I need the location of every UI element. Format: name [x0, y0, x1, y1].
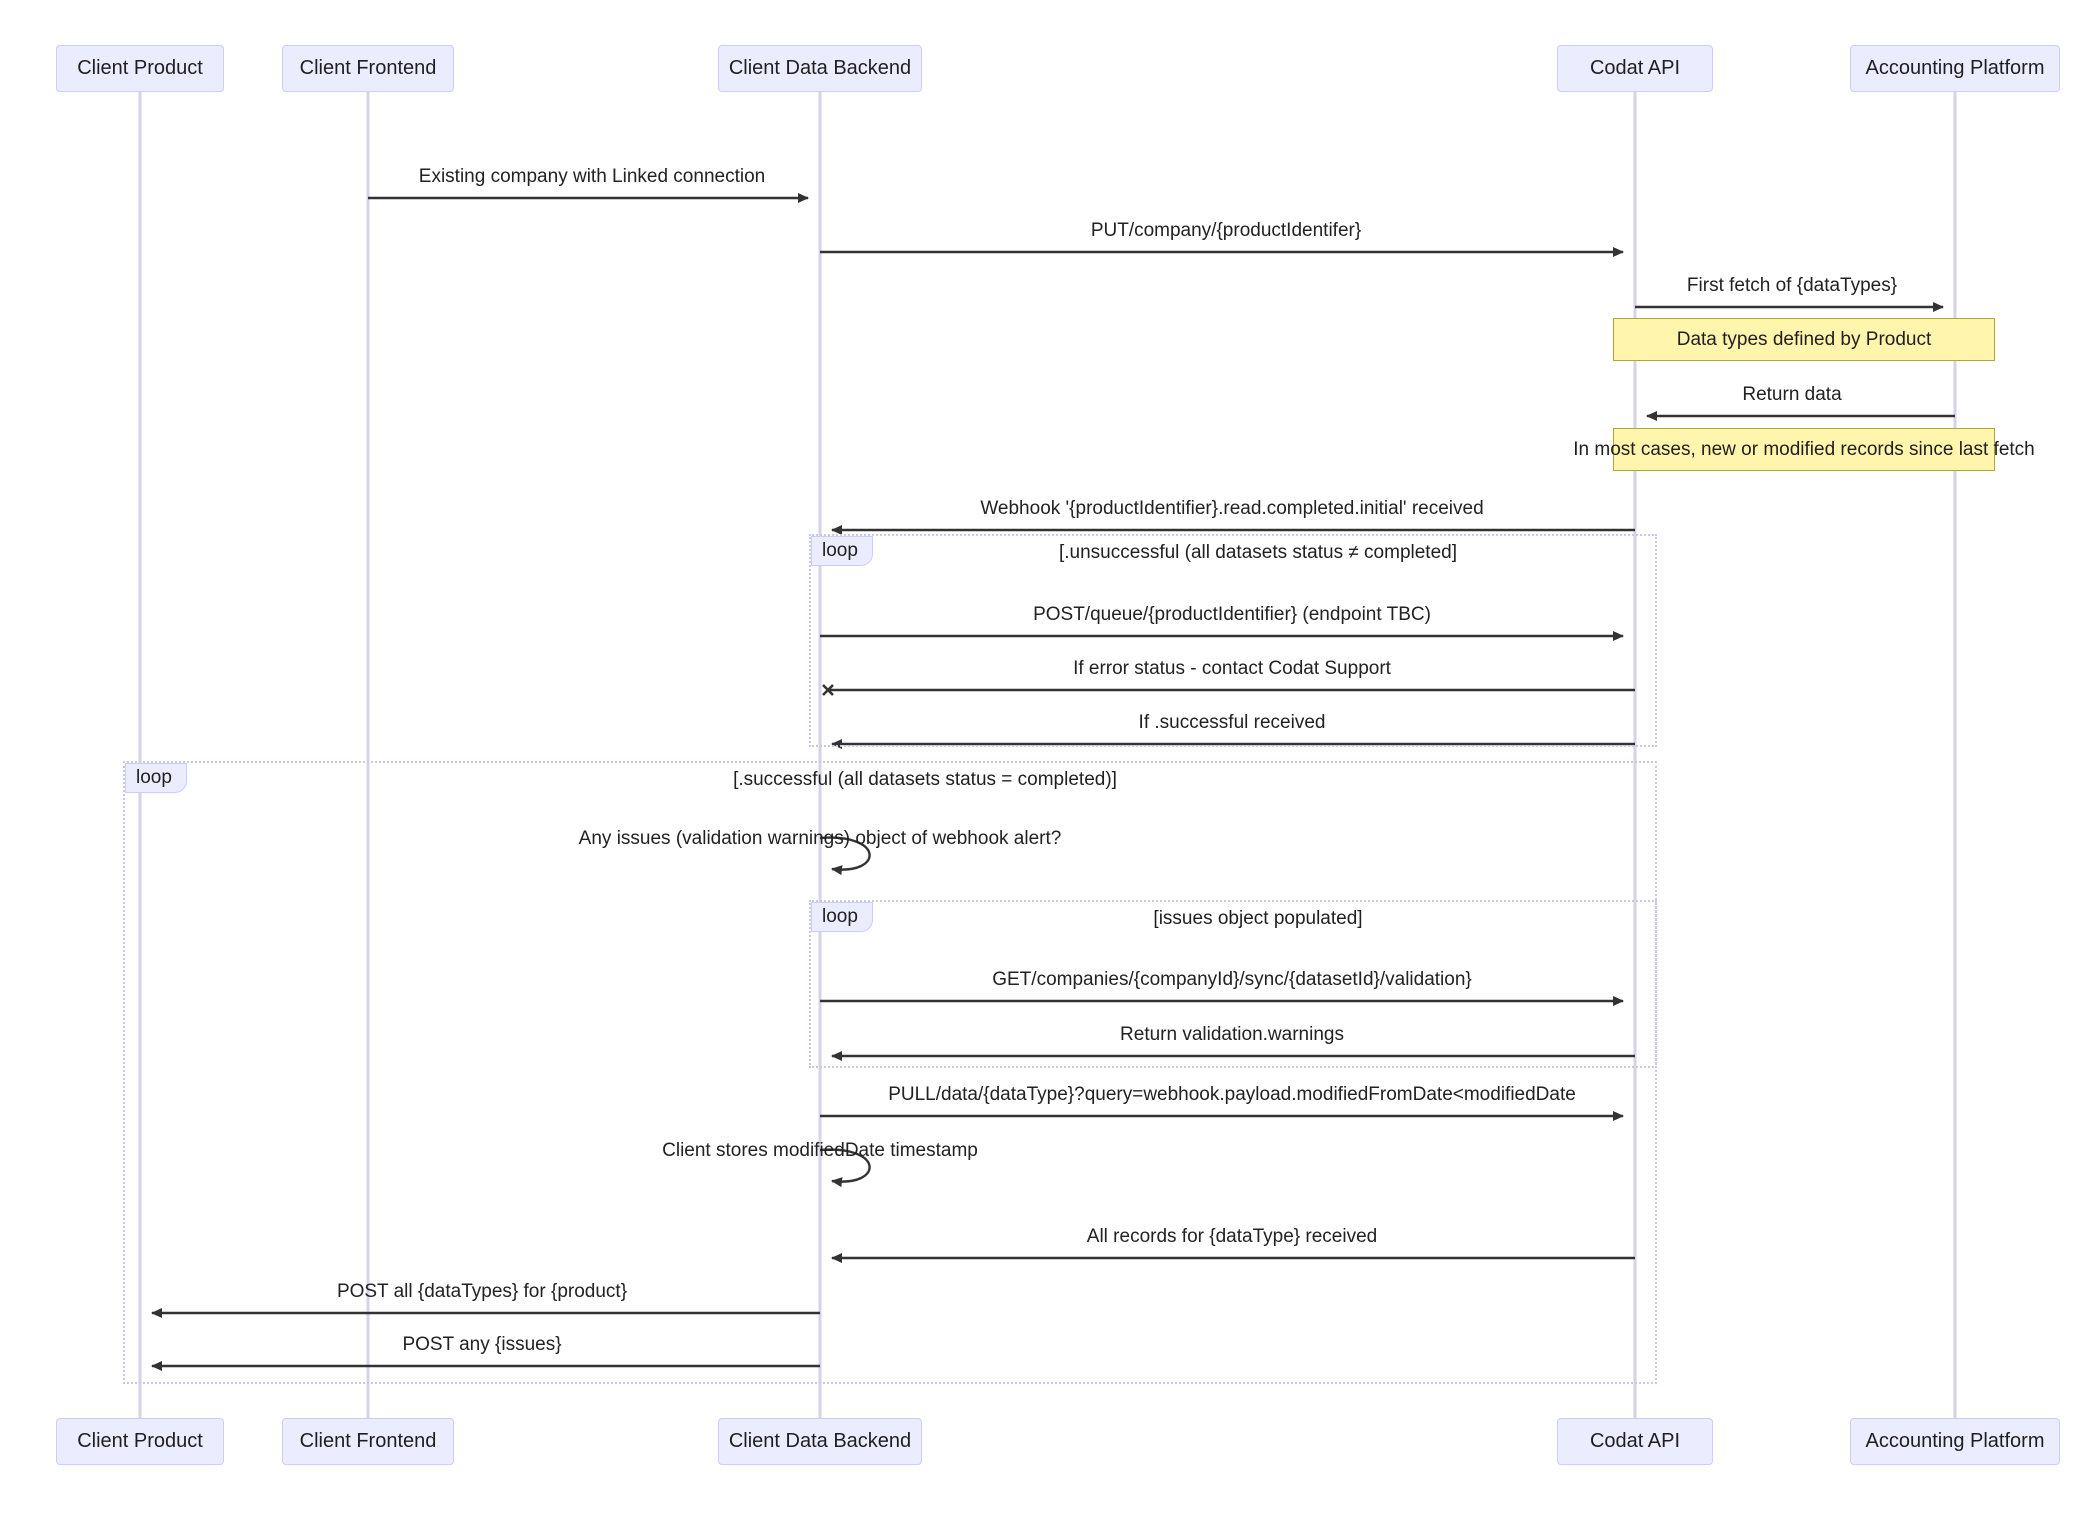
actor-accounting-platform-top[interactable]: Accounting Platform: [1850, 45, 2060, 92]
note-new-or-modified-records: In most cases, new or modified records s…: [1573, 428, 2035, 471]
actor-label: Accounting Platform: [1865, 1430, 2045, 1452]
message-label-post-queue: POST/queue/{productIdentifier} (endpoint…: [1033, 604, 1431, 625]
message-label-any-issues: Any issues (validation warnings) object …: [578, 828, 1062, 849]
actor-client-frontend-bottom[interactable]: Client Frontend: [282, 1418, 454, 1465]
actor-client-data-backend-top[interactable]: Client Data Backend: [718, 45, 922, 92]
actor-label: Client Frontend: [299, 1430, 437, 1452]
message-label-stores-timestamp: Client stores modifiedDate timestamp: [662, 1140, 978, 1161]
loop-tab-unsuccessful: loop: [811, 536, 873, 566]
message-label-pull-data: PULL/data/{dataType}?query=webhook.paylo…: [888, 1084, 1576, 1105]
note-data-types-defined: Data types defined by Product: [1613, 318, 1995, 361]
message-label-put-company: PUT/company/{productIdentifer}: [1090, 220, 1362, 241]
actor-client-product-bottom[interactable]: Client Product: [56, 1418, 224, 1465]
actor-codat-api-top[interactable]: Codat API: [1557, 45, 1713, 92]
actor-label: Codat API: [1589, 57, 1681, 79]
loop-condition-issues: [issues object populated]: [1153, 908, 1363, 929]
message-label-all-records: All records for {dataType} received: [1086, 1226, 1378, 1247]
message-label-post-all-datatypes: POST all {dataTypes} for {product}: [336, 1281, 628, 1302]
actor-label: Client Product: [77, 57, 203, 79]
loop-tab-successful: loop: [125, 763, 187, 793]
note-text: In most cases, new or modified records s…: [1573, 438, 2035, 460]
message-label-existing-company: Existing company with Linked connection: [418, 166, 766, 187]
message-label-get-validation: GET/companies/{companyId}/sync/{datasetI…: [992, 969, 1472, 990]
actor-label: Client Frontend: [299, 57, 437, 79]
actor-client-frontend-top[interactable]: Client Frontend: [282, 45, 454, 92]
message-label-return-warnings: Return validation.warnings: [1120, 1024, 1344, 1045]
note-text: Data types defined by Product: [1676, 328, 1932, 350]
message-label-error-status: If error status - contact Codat Support: [1073, 658, 1391, 679]
actor-label: Client Product: [77, 1430, 203, 1452]
actor-label: Codat API: [1589, 1430, 1681, 1452]
lifelines: [138, 92, 1957, 1418]
arrow-m13-self-loop: [819, 1148, 871, 1188]
loop-condition-successful: [.successful (all datasets status = comp…: [733, 769, 1117, 790]
message-label-post-any-issues: POST any {issues}: [402, 1334, 562, 1355]
actor-client-product-top[interactable]: Client Product: [56, 45, 224, 92]
actor-client-data-backend-bottom[interactable]: Client Data Backend: [718, 1418, 922, 1465]
message-arrows: [151, 193, 1955, 1371]
actor-label: Accounting Platform: [1865, 57, 2045, 79]
loop-tab-issues: loop: [811, 902, 873, 932]
arrow-m9-self-loop: [819, 836, 871, 876]
message-label-webhook-received: Webhook '{productIdentifier}.read.comple…: [980, 498, 1484, 519]
actor-accounting-platform-bottom[interactable]: Accounting Platform: [1850, 1418, 2060, 1465]
actor-label: Client Data Backend: [728, 57, 912, 79]
message-label-first-fetch: First fetch of {dataTypes}: [1686, 275, 1898, 296]
actor-label: Client Data Backend: [728, 1430, 912, 1452]
message-label-return-data: Return data: [1742, 384, 1842, 405]
loop-condition-unsuccessful: [.unsuccessful (all datasets status ≠ co…: [1058, 542, 1458, 563]
actor-codat-api-bottom[interactable]: Codat API: [1557, 1418, 1713, 1465]
message-label-successful-received: If .successful received: [1138, 712, 1326, 733]
